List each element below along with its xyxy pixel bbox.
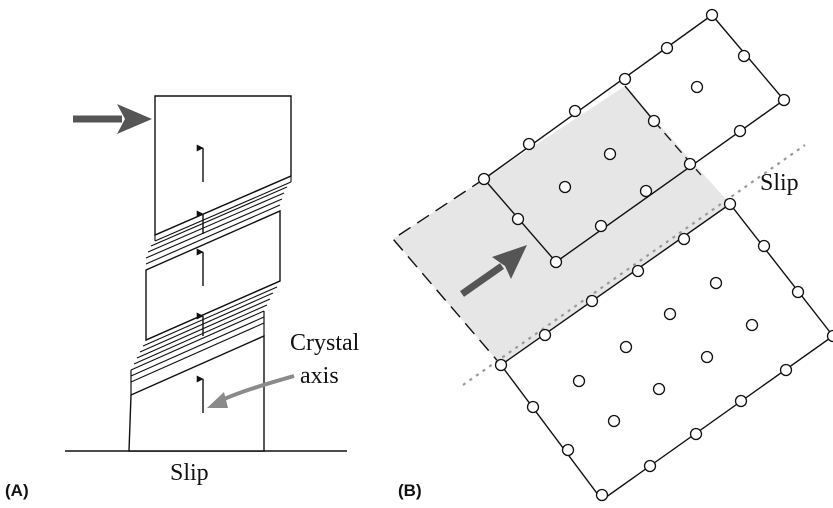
shear-direction-arrow (459, 245, 527, 297)
panel-b: Slip (B) (391, 8, 833, 502)
slip-label-a: Slip (170, 460, 209, 486)
crystal-axis-pointer-arrow (207, 374, 295, 408)
crystal-axis-label: Crystal (290, 330, 360, 356)
slip-label-b: Slip (760, 170, 799, 196)
panel-label-a: (A) (5, 481, 29, 500)
slip-band-lower (130, 280, 281, 371)
atoms-top-block (477, 8, 791, 269)
panel-a: Crystal axis Slip (A) (5, 95, 360, 500)
slip-plane-line (462, 144, 806, 386)
shaded-region-dashed-edge (653, 120, 702, 176)
panel-label-b: (B) (398, 481, 422, 500)
applied-force-arrow (73, 104, 152, 134)
atoms-bottom-block (494, 197, 833, 502)
slip-band-upper (145, 175, 292, 265)
crystal-axis-label-line2: axis (300, 363, 339, 389)
crystal-block-bottom (128, 334, 265, 452)
shaded-slip-region (393, 86, 730, 365)
crystal-block-top (154, 95, 292, 237)
